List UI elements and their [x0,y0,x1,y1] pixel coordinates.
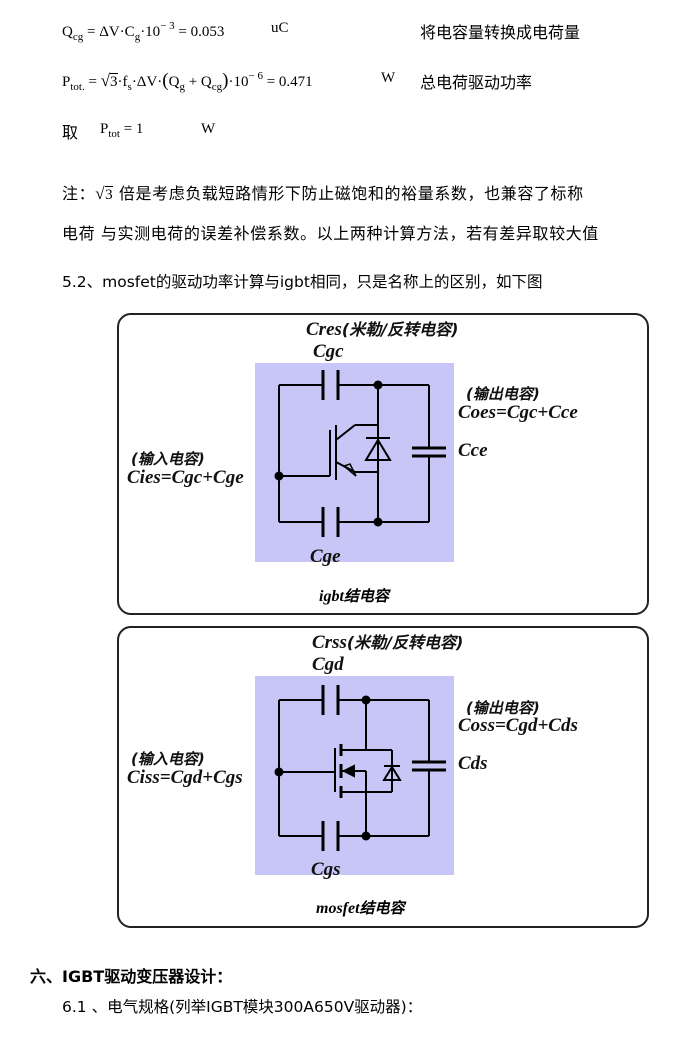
mosfet-coss-eq: Coss=Cgd+Cds [458,715,578,736]
mosfet-ciss-eq: Ciss=Cgd+Cgs [127,767,243,788]
igbt-cgc-label: Cgc [313,341,344,362]
take-label: 取 [62,123,79,142]
mosfet-caption: mosfet结电容 [316,899,405,917]
subsection-6-1: 6.1 、电气规格(列举IGBT模块300A650V驱动器)： [62,998,423,1016]
sqrt-sign-icon: √ [100,71,111,90]
mosfet-cgs-label: Cgs [311,859,341,880]
sqrt-sign-icon: √ [95,184,106,203]
mosfet-input-cn: (输入电容) [131,750,205,768]
igbt-cce-label: Cce [458,440,488,461]
note-line-1: 注：√3 倍是考虑负载短路情形下防止磁饱和的裕量系数，也兼容了标称 [62,184,584,203]
formula-qcg-unit: uC [271,20,289,36]
igbt-diagram-bg [255,363,454,562]
mosfet-crss-label: Crss(米勒/反转电容) [312,632,464,653]
heading-section-6: 六、IGBT驱动变压器设计： [30,967,233,986]
formula-ptot-unit: W [381,70,396,86]
igbt-input-cn: (输入电容) [131,450,205,468]
formula-ptot-note: 总电荷驱动功率 [420,73,533,92]
formula-take-unit: W [201,121,216,137]
mosfet-cds-label: Cds [458,753,488,774]
igbt-output-cn: (输出电容) [466,385,540,403]
mosfet-output-cn: (输出电容) [466,699,540,717]
igbt-cge-label: Cge [310,546,341,567]
formula-ptot: Ptot. = √3·fs·ΔV·(Qg + Qcg)·10− 6 = 0.47… [62,70,313,93]
igbt-caption: igbt结电容 [319,587,389,605]
mosfet-cgd-label: Cgd [312,654,344,675]
section-5-2: 5.2、mosfet的驱动功率计算与igbt相同，只是名称上的区别，如下图 [62,273,543,291]
formula-qcg-note: 将电容量转换成电荷量 [420,23,581,42]
igbt-cies-eq: Cies=Cgc+Cge [127,467,244,488]
note-line-2: 电荷 与实测电荷的误差补偿系数。以上两种计算方法，若有差异取较大值 [62,224,599,243]
igbt-cres-label: Cres(米勒/反转电容) [306,319,459,340]
formula-take: Ptot = 1 [100,121,144,140]
formula-qcg: Qcg = ΔV·Cg·10− 3 = 0.053 [62,20,225,43]
igbt-coes-eq: Coes=Cgc+Cce [458,402,578,423]
